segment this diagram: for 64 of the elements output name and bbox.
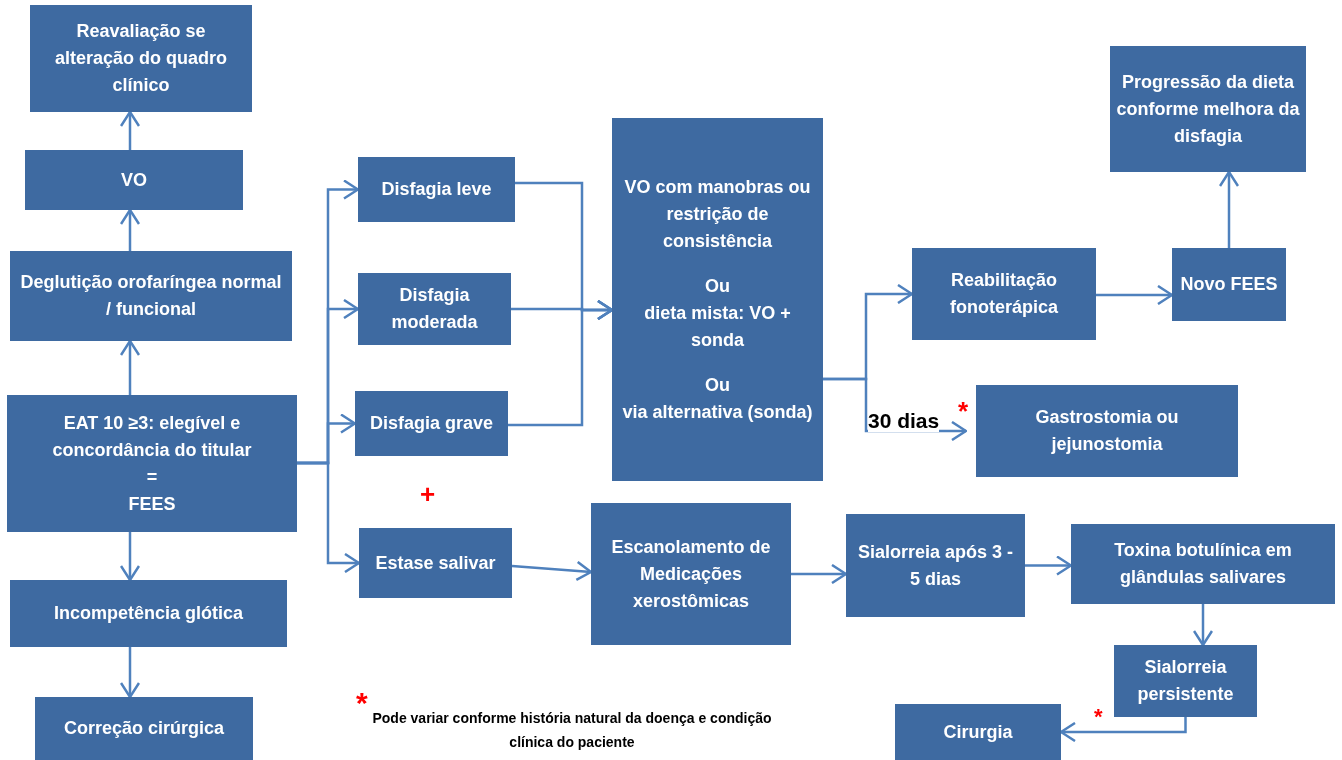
arrow	[119, 339, 141, 395]
box-text: Ou	[705, 373, 730, 397]
process-box	[1110, 46, 1306, 172]
process-box	[10, 580, 287, 647]
box-text: Deglutição orofaríngea normal / funcional	[19, 271, 283, 321]
process-box	[25, 150, 243, 210]
box-text: Reabilitação fonoterápica	[949, 269, 1059, 319]
arrow	[119, 208, 141, 251]
box-text: Incompetência glótica	[53, 602, 243, 625]
plus-mark: +	[420, 481, 436, 507]
arrow	[119, 532, 141, 582]
process-box	[612, 118, 823, 481]
box-text: =	[146, 465, 158, 489]
arrow	[297, 461, 361, 574]
box-text: dieta mista: VO + sonda	[643, 301, 792, 352]
box-text: Disfagia leve	[381, 178, 492, 201]
process-box	[10, 251, 292, 341]
arrow	[791, 563, 848, 585]
process-box	[591, 503, 791, 645]
box-text: Cirurgia	[943, 720, 1013, 744]
box-text: Reavaliação se alteração do quadro clínico	[53, 20, 228, 97]
box-text: Ou	[705, 274, 730, 298]
arrow	[119, 647, 141, 699]
box-text: Novo FEES	[1180, 273, 1278, 296]
footnote-mark: *	[356, 688, 368, 718]
box-text: Correção cirúrgica	[63, 717, 225, 740]
box-text: via alternativa (sonda)	[622, 400, 813, 424]
footnote-mark: *	[1094, 706, 1103, 728]
box-text: Sialorreia persistente	[1136, 656, 1235, 706]
process-box	[358, 157, 515, 222]
box-text: EAT 10 ≥3: elegível e concordância do titular	[51, 411, 253, 462]
process-box	[7, 395, 297, 532]
box-text: FEES	[128, 492, 176, 516]
process-box	[35, 697, 253, 760]
process-box	[355, 391, 508, 456]
arrow	[511, 560, 593, 582]
arrow	[1025, 555, 1073, 576]
box-text: Toxina botulínica em glândulas salivares	[1113, 539, 1293, 589]
process-box	[846, 514, 1025, 617]
arrow	[1218, 170, 1240, 248]
arrow	[1096, 284, 1174, 306]
arrow	[1192, 604, 1214, 647]
box-text: VO com manobras ou restrição de consistência	[623, 175, 812, 253]
arrow	[508, 299, 614, 427]
box-text: Estase salivar	[375, 551, 496, 575]
arrow	[119, 110, 141, 150]
box-text: Disfagia moderada	[390, 284, 479, 334]
process-box	[895, 704, 1061, 760]
box-text: Progressão da dieta conforme melhora da disfagia	[1116, 70, 1300, 148]
footnote-mark: *	[958, 398, 969, 424]
process-box	[1114, 645, 1257, 717]
box-text: VO	[121, 168, 147, 192]
process-box	[976, 385, 1238, 477]
box-text: Sialorreia após 3 - 5 dias	[856, 540, 1015, 591]
box-text: Escanolamento de Medicações xerostômicas	[610, 535, 772, 613]
box-text: Disfagia grave	[369, 412, 494, 435]
process-box	[30, 5, 252, 112]
process-box	[1172, 248, 1286, 321]
process-box	[359, 528, 512, 598]
process-box	[358, 273, 511, 345]
box-text: Gastrostomia ou jejunostomia	[1034, 406, 1180, 456]
process-box	[1071, 524, 1335, 604]
process-box	[912, 248, 1096, 340]
footnote-text: Pode variar conforme história natural da doença e condição clínica do paciente	[372, 709, 772, 752]
